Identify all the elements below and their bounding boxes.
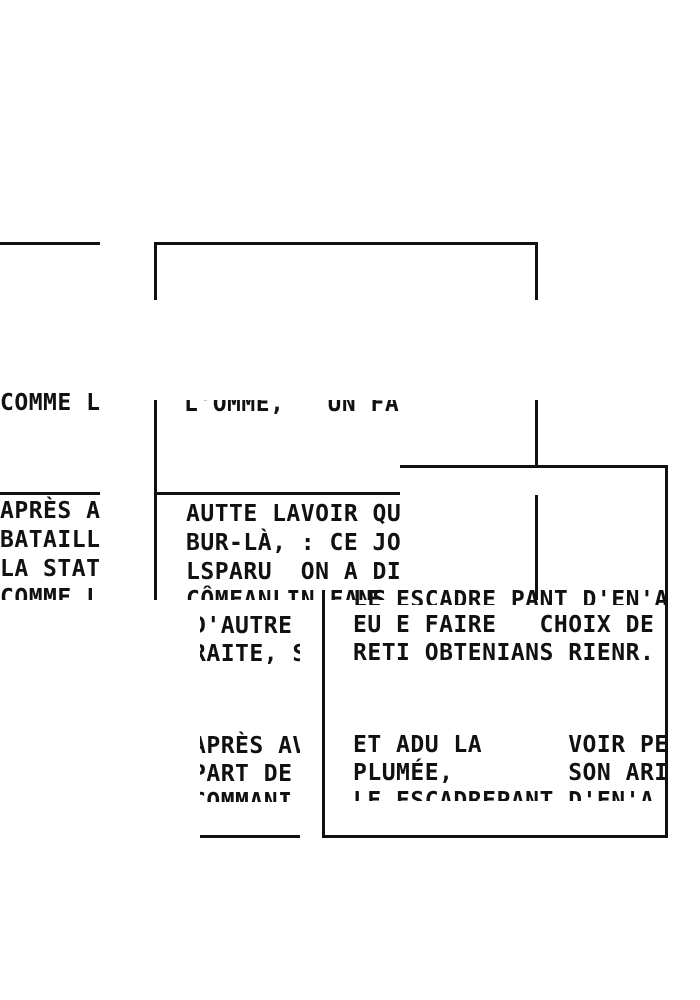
right-line-6: LE ESCADREPANT D'EN'A [353,788,655,801]
middle-panel-top-border [154,242,538,245]
right-panel-frame [322,590,668,838]
middle-panel-lower: AUTTE LAVOIR QU A BUR-LÀ, : CE JO LSPARU… [154,495,500,600]
middle-panel-right-upper [535,400,538,468]
middle-line-2: BUR-LÀ, : CE JO [186,530,402,556]
middle-panel-divider [154,492,400,495]
left-panel-top-border [0,242,100,245]
right-panel-content: LE ESCADRE PANT D'EN'A EU E FAIRE CHOIX … [325,590,665,810]
left-line-2: BATAILLE [0,527,100,553]
lower-middle-line-1: D'AUTRE C [200,613,293,639]
right-line-1: LE ESCADRE PANT D'EN'A [353,590,665,605]
lower-middle-panel: D'AUTRE C RAITE, SA APRÈS AV PART DE COM… [200,600,300,838]
left-line-4: COMME L [0,585,100,600]
middle-panel-right-lower [535,495,538,600]
middle-panel-left-border-2 [154,400,157,495]
lower-middle-bottom-border [200,835,300,838]
middle-panel-upper: L'OMME, UN FANT [154,400,400,495]
lower-middle-line-4: PART DE [200,761,293,787]
middle-panel-right-step [400,465,668,468]
right-panel-right-upper [665,465,668,600]
left-line-3: LA STATIO [0,556,100,582]
left-panel-lower: APRÈS A BATAILLE LA STATIO COMME L [0,495,100,600]
middle-line-3: LSPARU ON A DI [186,559,402,585]
middle-panel-right-border [535,242,538,300]
right-line-2: EU E FAIRE CHOIX DE [353,612,655,638]
middle-panel-left-border [154,242,157,300]
left-panel-top-text: COMME L [0,390,100,416]
right-line-5: PLUMÉE, SON ARI [353,760,665,786]
lower-middle-line-3: APRÈS AV [200,733,300,759]
right-line-3: RETI OBTENIANS RIENR. [353,640,655,666]
middle-top-line: L'OMME, UN FANT [184,400,400,417]
middle-line-4: CÔMFANLIN FANS [186,587,387,600]
middle-line-1: AUTTE LAVOIR QU A [186,501,402,527]
left-line-1: APRÈS A [0,498,100,524]
right-line-4: ET ADU LA VOIR PERI [353,732,665,758]
middle-panel-left-border-3 [154,495,157,600]
lower-middle-line-5: COMMANI [200,789,293,802]
left-panel-divider [0,492,100,495]
lower-middle-line-2: RAITE, SA [200,641,300,667]
